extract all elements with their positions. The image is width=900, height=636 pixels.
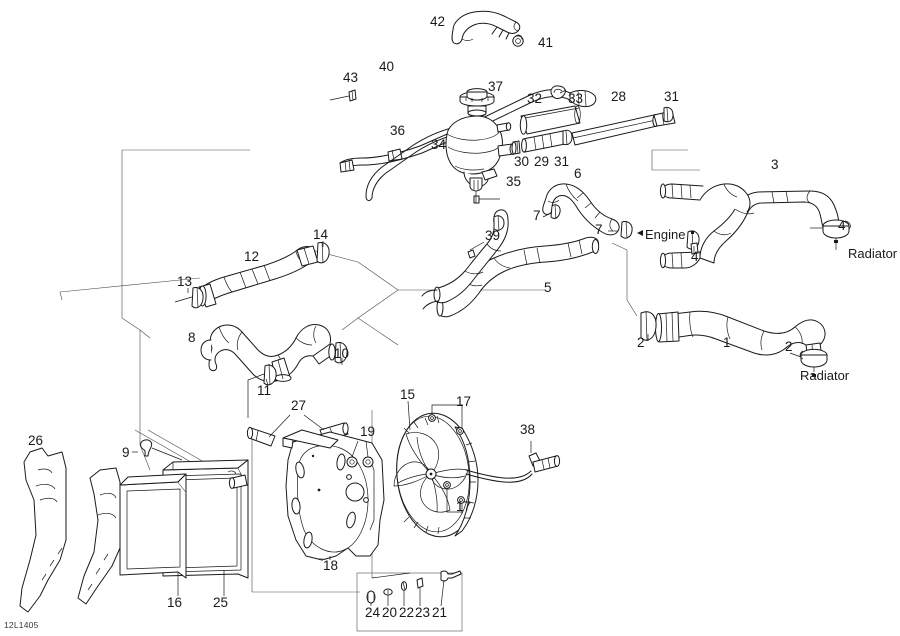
part-32-sleeve — [519, 105, 581, 135]
part-27-bushing-left — [246, 414, 291, 447]
callout-28: 28 — [611, 89, 627, 104]
callout-26: 26 — [28, 433, 44, 448]
callout-19: 19 — [360, 424, 376, 439]
callout-16: 16 — [167, 595, 183, 610]
part-9-clip — [132, 439, 183, 461]
part-40-hose — [339, 89, 597, 173]
callout-2b: 2 — [785, 339, 793, 354]
part-34-reservoir-tank — [445, 105, 517, 204]
flow-label-radiator-lower: Radiator — [800, 368, 850, 383]
callout-31b: 31 — [664, 89, 680, 104]
callout-1: 1 — [723, 335, 731, 350]
callout-7b: 7 — [595, 222, 603, 237]
callout-12: 12 — [244, 249, 260, 264]
callout-21: 21 — [432, 605, 448, 620]
part-6-hose — [542, 183, 620, 236]
callout-41: 41 — [538, 35, 554, 50]
callout-29: 29 — [534, 154, 550, 169]
callout-17a: 17 — [456, 394, 472, 409]
callout-17b: 17 — [456, 499, 472, 514]
callout-43: 43 — [343, 70, 359, 85]
part-26-deflector — [19, 447, 67, 613]
callout-4b: 4 — [838, 218, 846, 233]
part-43-clip — [329, 89, 357, 102]
callout-10: 10 — [334, 346, 350, 361]
part-18-fan-shroud — [282, 429, 385, 561]
callout-6: 6 — [574, 166, 582, 181]
part-19-washers — [346, 440, 374, 468]
part-28-pipe — [571, 106, 676, 146]
part-2-clamp-left — [640, 310, 657, 342]
hose-3-branch — [659, 183, 751, 213]
part-7-clamp-right — [608, 220, 633, 239]
callout-36: 36 — [390, 123, 406, 138]
callout-9: 9 — [122, 445, 130, 460]
callout-35: 35 — [506, 174, 522, 189]
flow-label-engine: Engine — [645, 227, 686, 242]
callout-5: 5 — [544, 280, 552, 295]
part-1-hose — [655, 310, 826, 361]
small-parts-box — [356, 570, 463, 632]
callout-11: 11 — [257, 383, 272, 398]
part-7-clamp-left — [542, 204, 561, 220]
drawing-code: 12L1405 — [4, 620, 39, 630]
part-39-hose — [433, 209, 509, 304]
part-4-clamp-right — [810, 219, 851, 250]
callout-14: 14 — [313, 227, 329, 242]
part-13-clamp — [174, 286, 204, 309]
part-16-radiator-frame — [119, 473, 187, 596]
part-38-wire-harness — [465, 441, 561, 483]
callout-3: 3 — [771, 157, 779, 172]
part-10-clamp — [334, 341, 348, 365]
callout-8: 8 — [188, 330, 196, 345]
callout-30: 30 — [514, 154, 530, 169]
part-5-hose — [436, 236, 600, 318]
callout-42: 42 — [430, 14, 446, 29]
flow-label-radiator-upper: Radiator — [848, 246, 898, 261]
hose-5-39-left-ends — [421, 289, 439, 310]
part-41-grommet — [512, 34, 524, 47]
callout-15: 15 — [400, 387, 416, 402]
part-17-screws — [428, 404, 465, 514]
callout-24: 24 — [365, 605, 381, 620]
callout-33: 33 — [568, 91, 584, 106]
hose-3-lower-stub — [659, 251, 701, 269]
callout-23: 23 — [415, 605, 431, 620]
part-2-clamp-right — [789, 348, 828, 377]
callout-38: 38 — [520, 422, 536, 437]
part-15-cooling-fan — [393, 400, 479, 538]
callout-2a: 2 — [637, 335, 645, 350]
part-8-hose — [200, 324, 337, 383]
callout-31a: 31 — [554, 154, 570, 169]
callout-4a: 4 — [691, 249, 699, 264]
callout-7a: 7 — [533, 208, 541, 223]
callout-37: 37 — [488, 79, 504, 94]
callout-20: 20 — [382, 605, 398, 620]
callout-39: 39 — [485, 228, 501, 243]
part-33-clamp — [550, 85, 567, 99]
part-30-ferrule — [511, 140, 521, 155]
callout-13: 13 — [177, 274, 193, 289]
part-14-clamp — [316, 241, 330, 264]
callout-32: 32 — [527, 91, 543, 106]
part-37-cap — [459, 88, 495, 107]
callout-25: 25 — [213, 595, 229, 610]
callout-22: 22 — [399, 605, 415, 620]
part-31-clamp-left — [562, 129, 573, 146]
callout-40: 40 — [379, 59, 395, 74]
callout-34: 34 — [431, 137, 447, 152]
callout-27: 27 — [291, 398, 307, 413]
deflector-panel-inner — [77, 467, 121, 605]
callout-18: 18 — [323, 558, 339, 573]
part-42-hose — [451, 10, 521, 45]
part-11-clamp — [247, 363, 277, 418]
